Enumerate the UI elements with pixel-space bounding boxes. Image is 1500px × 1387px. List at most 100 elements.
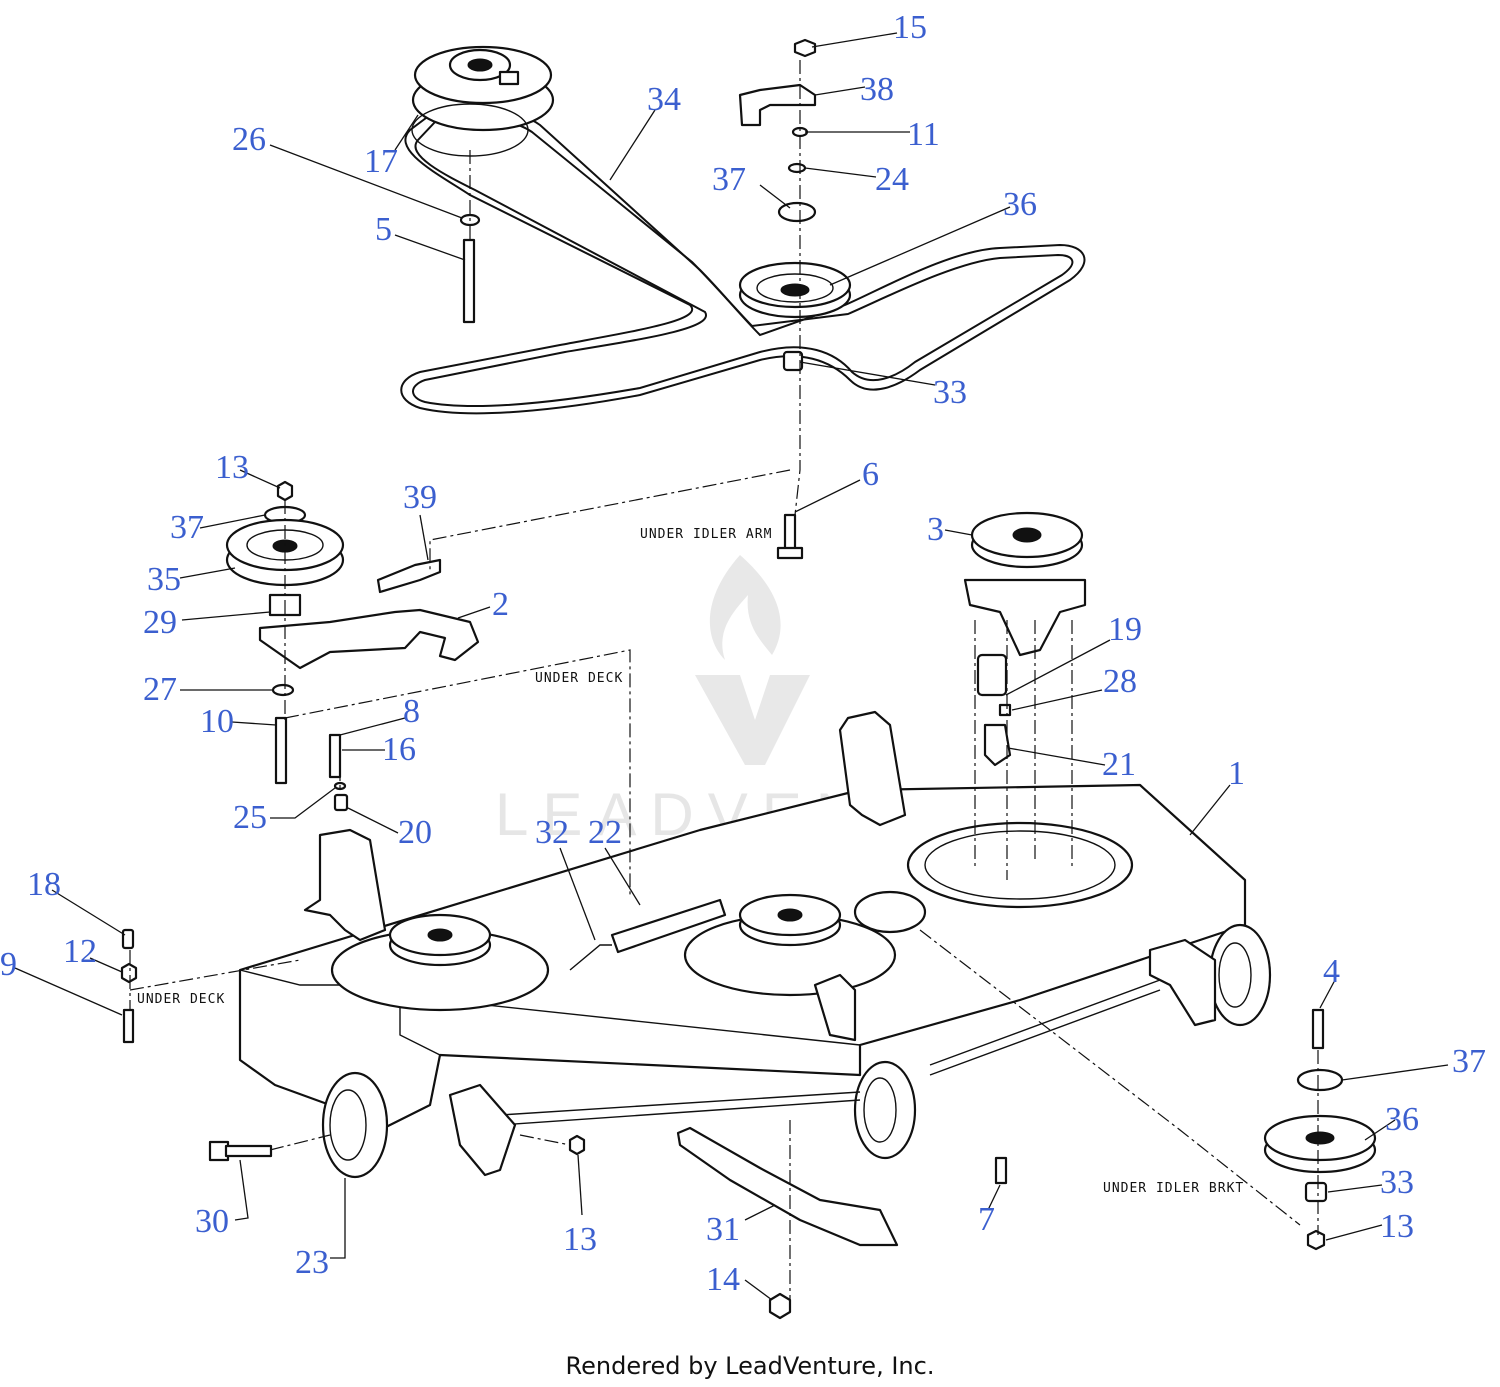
callout-8: 8 — [403, 693, 420, 730]
bolt-6 — [776, 513, 804, 560]
callout-18: 18 — [27, 866, 61, 903]
spindle-housing — [963, 578, 1087, 657]
bolt-30 — [208, 1140, 273, 1162]
lift-rod-front-b — [499, 1091, 861, 1116]
flame-logo-icon — [709, 555, 781, 660]
spindle-pulley-3 — [970, 511, 1084, 569]
callout-12: 12 — [63, 933, 97, 970]
leader-lines — [14, 32, 1449, 1301]
bearing-37-right — [1296, 1068, 1344, 1092]
callout-39: 39 — [403, 479, 437, 516]
callout-36: 36 — [1003, 186, 1037, 223]
callout-26: 26 — [232, 121, 266, 158]
bolt-4 — [1311, 1008, 1325, 1050]
callout-13: 13 — [1380, 1208, 1414, 1245]
notes: UNDER IDLER ARM UNDER DECK UNDER DECK UN… — [137, 527, 1243, 1196]
credit-text: Rendered by LeadVenture, Inc. — [565, 1352, 935, 1380]
deck-pulley-left — [388, 913, 492, 967]
grease-fitting-28 — [998, 703, 1012, 717]
lift-bracket-front — [448, 1083, 517, 1177]
callout-6: 6 — [862, 456, 879, 493]
callout-13: 13 — [563, 1221, 597, 1258]
callout-38: 38 — [860, 71, 894, 108]
callout-37: 37 — [1452, 1043, 1486, 1080]
bolt-18 — [121, 928, 135, 950]
bolt-10 — [274, 716, 288, 785]
nut-15 — [793, 38, 817, 58]
gauge-wheel-center — [853, 1060, 917, 1160]
callout-20: 20 — [398, 814, 432, 851]
nut-14 — [768, 1292, 792, 1320]
belt-34-inner — [412, 117, 1074, 408]
idler-bracket-39 — [376, 558, 442, 594]
callout-33: 33 — [933, 374, 967, 411]
centerlines — [129, 60, 1319, 1300]
spacer-33-right — [1304, 1181, 1328, 1203]
callout-16: 16 — [382, 731, 416, 768]
lift-rod-right — [929, 979, 1161, 1066]
callout-30: 30 — [195, 1203, 229, 1240]
lift-bracket-right — [813, 973, 857, 1042]
note-under-idler-arm: UNDER IDLER ARM — [640, 527, 772, 542]
callout-19: 19 — [1108, 611, 1142, 648]
callout-28: 28 — [1103, 663, 1137, 700]
callout-34: 34 — [647, 81, 681, 118]
gauge-wheel-right — [1208, 923, 1272, 1027]
callout-1: 1 — [1228, 755, 1245, 792]
callout-2: 2 — [492, 586, 509, 623]
callout-25: 25 — [233, 799, 267, 836]
callout-35: 35 — [147, 561, 181, 598]
callout-4: 4 — [1323, 953, 1340, 990]
idler-pulley-36-top — [738, 261, 852, 319]
callout-27: 27 — [143, 671, 177, 708]
callout-33: 33 — [1380, 1164, 1414, 1201]
callout-24: 24 — [875, 161, 909, 198]
lift-bracket-center — [838, 710, 907, 827]
callout-labels: 15 38 11 24 37 36 34 26 17 5 33 6 13 37 … — [0, 9, 1486, 1298]
lift-bracket-left — [303, 828, 387, 942]
callout-9: 9 — [0, 946, 17, 983]
callout-5: 5 — [375, 211, 392, 248]
callout-14: 14 — [706, 1261, 740, 1298]
note-under-deck-center: UNDER DECK — [535, 671, 623, 686]
wheel-bracket-right — [1148, 938, 1217, 1027]
spring-22 — [610, 898, 727, 954]
callout-11: 11 — [907, 116, 940, 153]
rod-32 — [569, 944, 612, 971]
nut-13-right — [1306, 1229, 1326, 1251]
callout-10: 10 — [200, 703, 234, 740]
idler-arm-2 — [258, 608, 480, 670]
note-under-deck-left: UNDER DECK — [137, 992, 225, 1007]
mower-blade-31 — [676, 1126, 899, 1247]
electric-clutch-17 — [411, 45, 555, 157]
deck-lift-21 — [983, 723, 1012, 767]
spacer-33-top — [782, 350, 804, 372]
deck-cover — [853, 890, 927, 934]
idler-pulley-36-right — [1263, 1114, 1377, 1174]
washer-27 — [271, 683, 295, 697]
callout-17: 17 — [364, 143, 398, 180]
lift-rod-front — [499, 1099, 861, 1126]
spring-19 — [976, 653, 1008, 697]
bolt-9 — [122, 1008, 135, 1044]
callout-15: 15 — [893, 9, 927, 46]
nut-13-top — [276, 480, 294, 502]
callout-21: 21 — [1102, 746, 1136, 783]
callout-36: 36 — [1385, 1101, 1419, 1138]
bolt-8 — [328, 733, 342, 779]
deck-pulley-center — [738, 893, 842, 947]
callout-3: 3 — [927, 511, 944, 548]
callout-32: 32 — [535, 814, 569, 851]
callout-31: 31 — [706, 1211, 740, 1248]
callout-22: 22 — [588, 814, 622, 851]
callout-37: 37 — [170, 509, 204, 546]
callout-7: 7 — [978, 1201, 995, 1238]
washer-24 — [787, 162, 807, 174]
bolt-5 — [462, 238, 476, 324]
lift-rod-right-b — [929, 989, 1161, 1076]
gauge-wheel-23 — [321, 1071, 389, 1179]
belt-guide-38 — [738, 83, 817, 127]
bearing-37-top — [777, 201, 817, 223]
callout-13: 13 — [215, 449, 249, 486]
